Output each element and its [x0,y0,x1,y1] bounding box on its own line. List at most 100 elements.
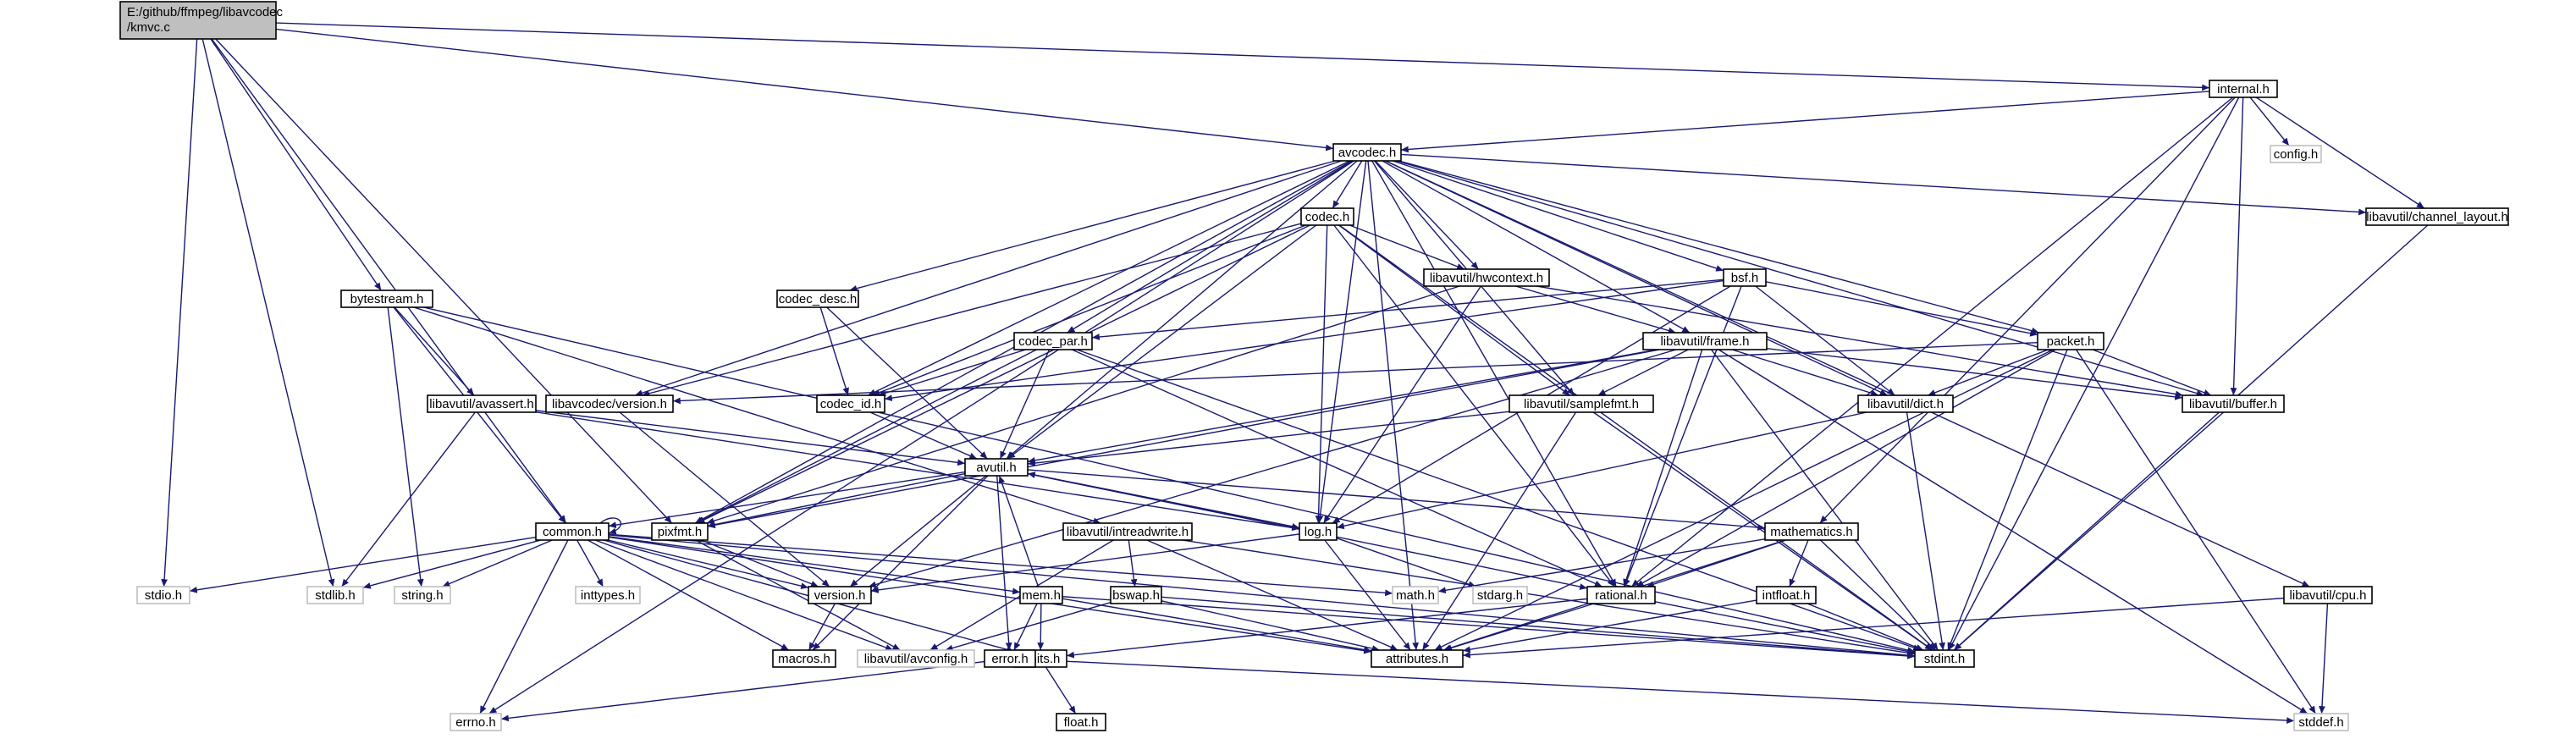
node-hwcontext[interactable]: libavutil/hwcontext.h [1423,268,1550,287]
edge-hwcontext-to-frame [1515,285,1676,334]
edge-dict-to-log [1336,411,1867,530]
node-codec[interactable]: codec.h [1300,207,1354,226]
edge-internal-to-mathematics [1819,97,2236,524]
node-box-common [535,522,610,541]
node-codec_par[interactable]: codec_par.h [1013,332,1093,350]
node-config[interactable]: config.h [2270,145,2322,163]
node-packet[interactable]: packet.h [2037,332,2104,350]
node-avassert[interactable]: libavutil/avassert.h [427,394,537,413]
edge-codec-to-avutil [1007,224,1317,460]
edge-rational-to-limits [1066,598,1588,659]
node-stdio[interactable]: stdio.h [136,586,190,604]
edge-bswap-to-attributes [1161,600,1380,652]
node-inttypes[interactable]: inttypes.h [575,586,641,604]
node-stdarg[interactable]: stdarg.h [1472,586,1528,604]
node-mathematics[interactable]: mathematics.h [1764,522,1859,541]
node-label-codec_id: codec_id.h [820,397,882,411]
edge-root-to-stdio [161,38,198,587]
node-bsf[interactable]: bsf.h [1723,268,1767,287]
node-label-macros: macros.h [778,652,830,666]
node-mem[interactable]: mem.h [1019,586,1063,604]
edge-pixfmt-to-avconfig [695,539,901,651]
edge-packet-to-rational [1636,349,2056,587]
node-box-avcodec [1332,143,1402,162]
edge-root-to-avcodec [275,28,1334,152]
edge-common-to-math [608,533,1393,597]
edge-frame-to-pixfmt [707,349,1660,529]
node-label-samplefmt: libavutil/samplefmt.h [1524,397,1639,411]
node-avconfig[interactable]: libavutil/avconfig.h [857,649,975,668]
node-box-stddef [2293,713,2349,731]
node-label-lav_version: libavcodec/version.h [552,397,667,411]
node-bytestream[interactable]: bytestream.h [340,290,433,308]
node-frame[interactable]: libavutil/frame.h [1642,332,1768,350]
node-pixfmt[interactable]: pixfmt.h [651,522,709,541]
edge-avutil-to-common [608,471,966,529]
edge-intreadwrite-to-attributes [1146,539,1398,651]
edge-mem-to-attributes [1062,598,1372,654]
node-channel_layout[interactable]: libavutil/channel_layout.h [2365,207,2509,226]
node-lav_version[interactable]: libavcodec/version.h [545,394,674,413]
node-dict[interactable]: libavutil/dict.h [1857,394,1954,413]
edge-frame-to-samplefmt [1597,349,1689,396]
node-attributes[interactable]: attributes.h [1371,649,1464,668]
node-internal[interactable]: internal.h [2209,80,2278,98]
node-samplefmt[interactable]: libavutil/samplefmt.h [1509,394,1654,413]
edge-mathematics-to-math [1437,538,1766,594]
edge-codec_par-to-codec_id [878,349,1026,397]
node-stdint[interactable]: stdint.h [1914,649,1975,668]
edge-error-to-errno [500,660,985,722]
node-label-frame: libavutil/frame.h [1660,334,1749,349]
node-avcodec[interactable]: avcodec.h [1332,143,1402,162]
edge-bytestream-to-avassert [394,306,475,396]
edge-codec-to-samplefmt [1338,224,1570,396]
node-math[interactable]: math.h [1392,586,1439,604]
node-version[interactable]: version.h [808,586,872,604]
edge-codec-to-pixfmt [697,224,1310,524]
edge-version-to-macros [808,603,836,651]
node-label-stdarg: stdarg.h [1477,588,1523,603]
node-rational[interactable]: rational.h [1586,586,1656,604]
node-buffer[interactable]: libavutil/buffer.h [2182,394,2285,413]
node-label-version: version.h [814,588,866,603]
node-errno[interactable]: errno.h [450,713,502,731]
node-macros[interactable]: macros.h [772,649,836,668]
node-float[interactable]: float.h [1056,713,1106,731]
node-intfloat[interactable]: intfloat.h [1756,586,1817,604]
edge-avcodec-to-codec_desc [849,160,1336,292]
node-label-mathematics: mathematics.h [1770,525,1853,539]
node-box-inttypes [575,586,641,604]
node-label-intfloat: intfloat.h [1762,588,1811,603]
node-box-pixfmt [651,522,709,541]
node-box-cpu [2283,586,2373,604]
node-cpu[interactable]: libavutil/cpu.h [2283,586,2373,604]
node-codec_desc[interactable]: codec_desc.h [776,290,859,308]
node-label-attributes: attributes.h [1386,652,1448,666]
node-box-avutil [964,458,1029,477]
node-label-log: log.h [1305,525,1332,539]
node-common[interactable]: common.h [535,522,610,541]
edge-mathematics-to-rational [1646,539,1787,587]
node-label-root-line-2: /kmvc.c [127,20,170,35]
node-stdlib[interactable]: stdlib.h [306,586,364,604]
node-box-samplefmt [1509,394,1654,413]
node-string[interactable]: string.h [394,586,451,604]
node-intreadwrite[interactable]: libavutil/intreadwrite.h [1062,522,1193,541]
node-error[interactable]: error.h [984,649,1036,668]
node-label-cpu: libavutil/cpu.h [2290,588,2367,603]
node-label-config: config.h [2274,147,2319,162]
node-codec_id[interactable]: codec_id.h [816,394,885,413]
node-bswap[interactable]: bswap.h [1110,586,1162,604]
edge-mem-to-avutil [998,475,1040,587]
node-box-mem [1019,586,1063,604]
node-avutil[interactable]: avutil.h [964,458,1029,477]
node-stddef[interactable]: stddef.h [2293,713,2349,731]
edge-pixfmt-to-version [700,539,819,587]
edge-bsf-to-dict [1755,285,1895,396]
edge-avcodec-to-codec_id [868,160,1350,396]
node-root[interactable]: E:/github/ffmpeg/libavcodec/kmvc.c [119,1,284,40]
node-log[interactable]: log.h [1299,522,1338,541]
edge-log-to-stdarg [1336,538,1476,587]
node-label-packet: packet.h [2047,334,2095,349]
